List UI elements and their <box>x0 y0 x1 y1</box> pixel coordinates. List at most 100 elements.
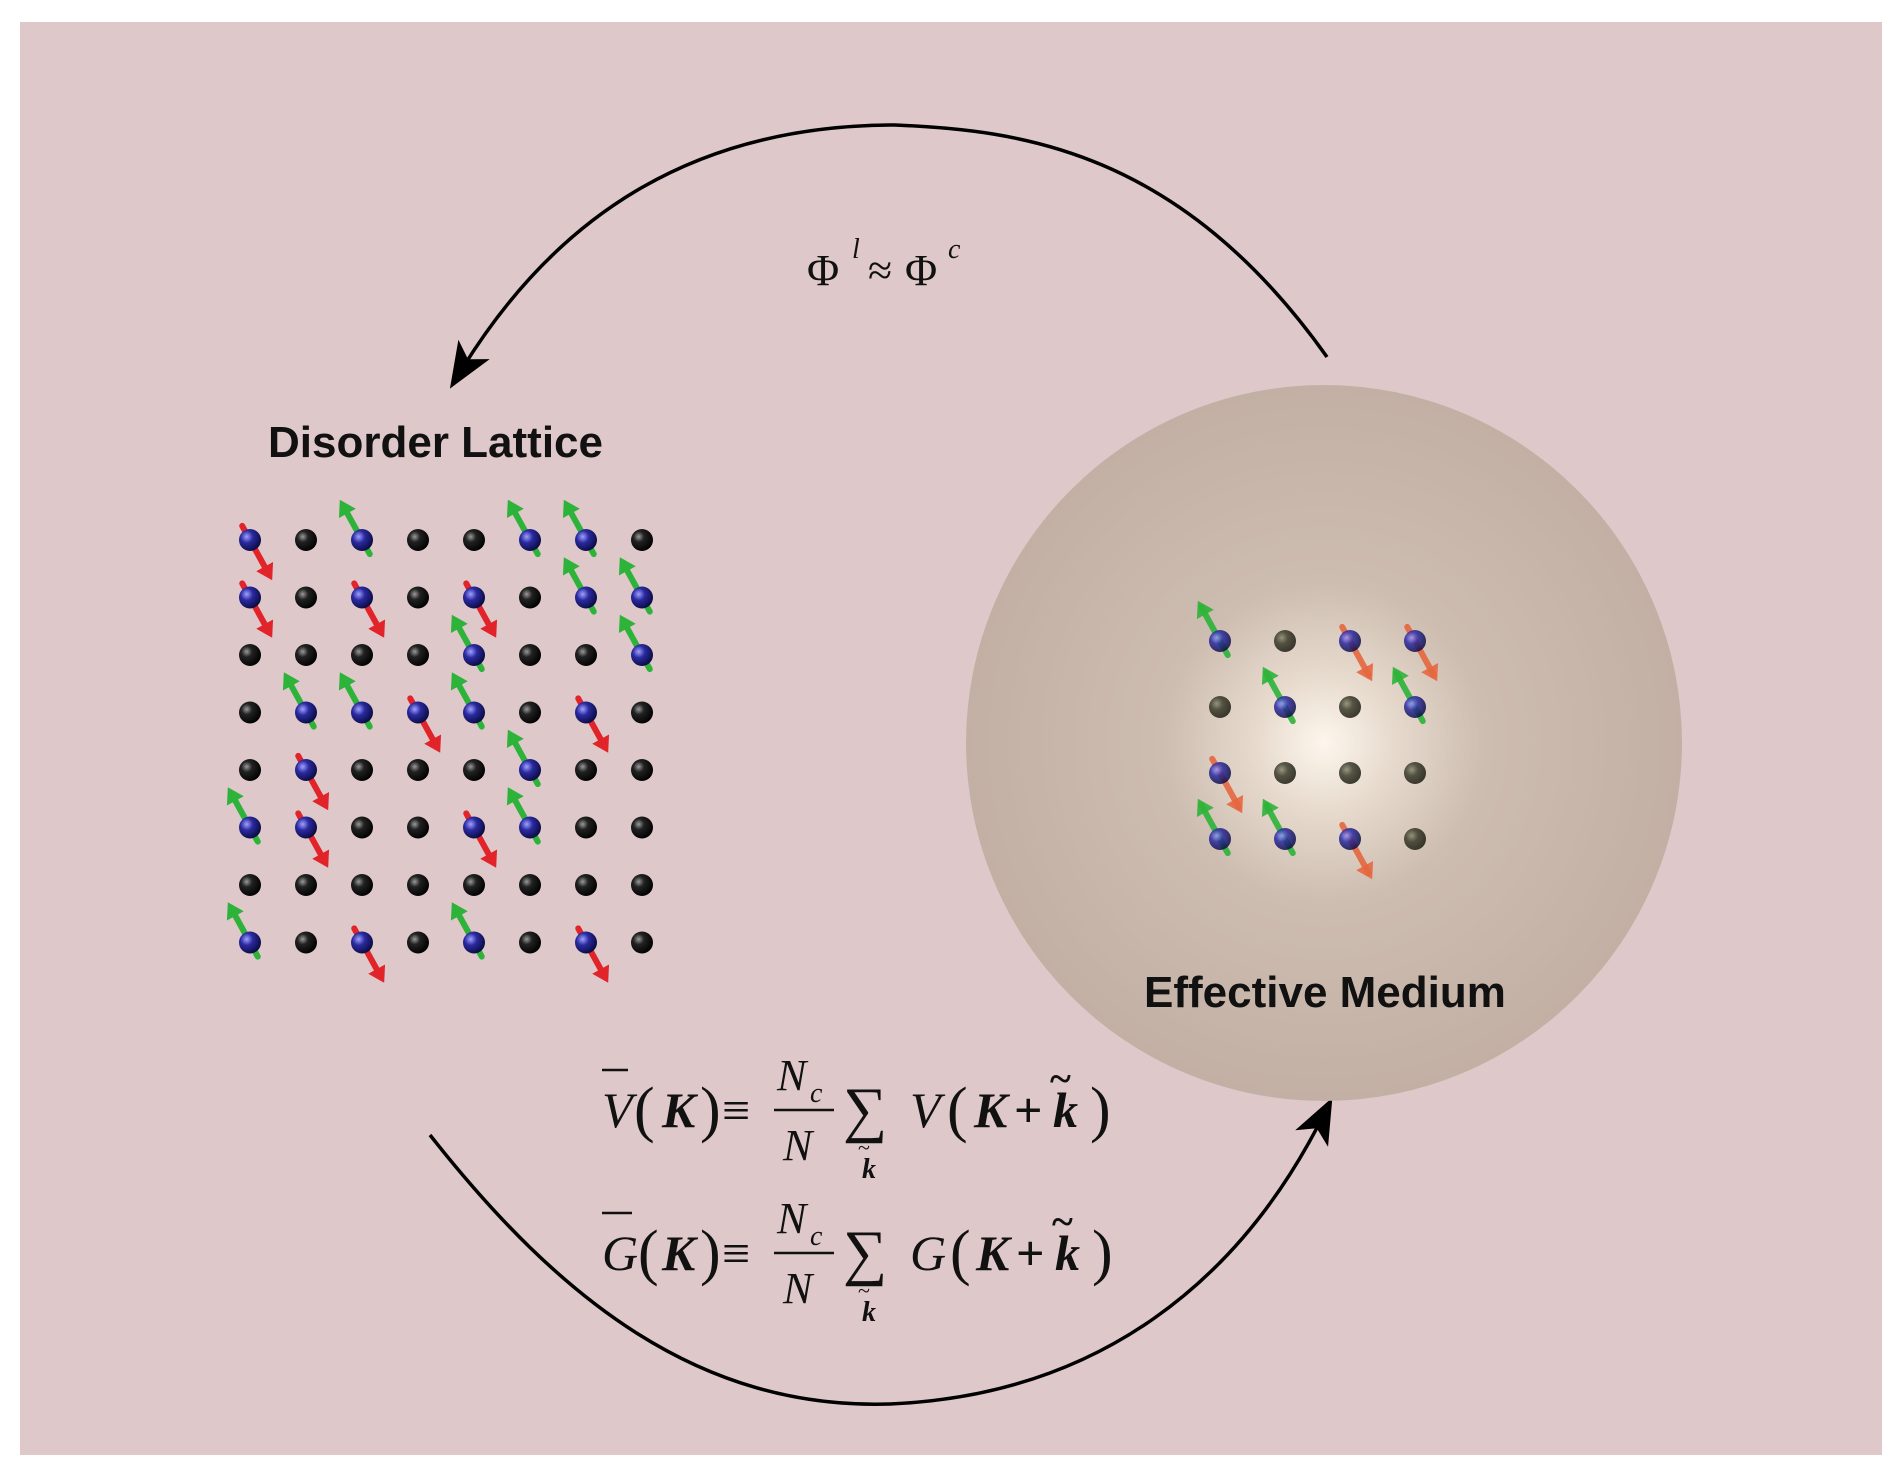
lattice-site <box>631 816 653 839</box>
eq1-k-tilde: ~ <box>1050 1056 1071 1101</box>
lattice-site <box>407 931 429 954</box>
lattice-site <box>519 586 541 609</box>
phi-relation: Φ l ≈ Φ c <box>807 234 961 295</box>
eq1-plus: + <box>1014 1082 1043 1138</box>
lattice-site <box>631 529 653 551</box>
eq2-den: N <box>782 1264 815 1313</box>
eq2-num: N <box>776 1194 809 1243</box>
lattice-site <box>239 644 261 666</box>
lattice-site <box>407 874 429 896</box>
eq1-num-sub: c <box>810 1078 823 1109</box>
spin-up-site <box>1261 666 1296 725</box>
eq1-den: N <box>782 1121 815 1170</box>
lattice-site <box>295 931 317 954</box>
spin-up-site <box>338 499 373 558</box>
lattice-site <box>575 759 597 781</box>
lattice-site <box>1404 762 1426 784</box>
eq1-rhs: V <box>910 1082 946 1138</box>
lattice-site <box>575 816 597 839</box>
lattice-site <box>239 701 261 724</box>
spin-up-site <box>338 672 373 730</box>
eq1-paren2-close: ) <box>1090 1076 1111 1144</box>
phi-superscript-right: c <box>948 234 961 265</box>
eq2-paren2-close: ) <box>1092 1219 1113 1287</box>
eq2-k: k <box>1055 1225 1080 1281</box>
lattice-site <box>407 586 429 609</box>
spin-up-site <box>226 902 261 960</box>
lattice-site <box>295 644 317 666</box>
spin-down-site <box>575 695 610 753</box>
lattice-site <box>1274 762 1296 784</box>
lattice-site <box>351 644 373 666</box>
spin-down-site <box>1404 623 1439 682</box>
eq1-sum-index: k <box>862 1154 876 1185</box>
lattice-site <box>519 644 541 666</box>
phi-symbol-left: Φ <box>807 246 839 295</box>
lattice-site <box>1339 762 1361 784</box>
spin-up-site <box>506 787 541 845</box>
lattice-site <box>295 586 317 609</box>
lattice-site <box>631 759 653 781</box>
lattice-site <box>351 874 373 896</box>
spin-up-site <box>1261 798 1296 857</box>
eq2-sum-index: k <box>862 1297 876 1328</box>
spin-down-site <box>1339 623 1374 682</box>
eq1-paren2-open: ( <box>947 1076 968 1144</box>
spin-down-site <box>575 925 610 983</box>
eq2-arg: K <box>661 1225 699 1281</box>
lattice-site <box>1404 828 1426 850</box>
eq2-plus: + <box>1016 1225 1045 1281</box>
lattice-site <box>239 874 261 896</box>
spin-up-site <box>282 672 317 730</box>
lattice-site <box>575 874 597 896</box>
lattice-site <box>351 759 373 781</box>
eq1-paren-open: ( <box>634 1076 655 1144</box>
eq2-num-sub: c <box>810 1221 823 1252</box>
eq2-rhs: G <box>910 1225 946 1281</box>
phi-superscript-left: l <box>852 234 860 265</box>
spin-down-site <box>295 810 330 868</box>
spin-down-site <box>1339 821 1374 880</box>
eq2-lhs: G <box>602 1225 638 1281</box>
spin-down-site <box>407 695 442 753</box>
lattice-site <box>239 759 261 781</box>
bottom-cycle-arrow <box>428 1097 1333 1406</box>
effective-medium-lattice <box>1196 600 1439 880</box>
phi-symbol-right: Φ <box>905 246 937 295</box>
eq2-paren-close: ) <box>700 1219 721 1287</box>
lattice-site <box>519 931 541 954</box>
eq1-lhs: V <box>602 1082 638 1138</box>
spin-down-site <box>239 522 274 581</box>
spin-up-site <box>1196 600 1231 659</box>
spin-down-site <box>351 925 386 983</box>
eq2-sum: ∑ <box>843 1219 887 1287</box>
eq1-arg2: K <box>973 1082 1011 1138</box>
eq1-sum-tilde: ~ <box>858 1135 870 1160</box>
spin-up-site <box>450 902 485 960</box>
eq1-num: N <box>776 1051 809 1100</box>
lattice-site <box>519 701 541 724</box>
spin-up-site <box>506 499 541 558</box>
eq1-paren-close: ) <box>700 1076 721 1144</box>
top-cycle-arrow <box>449 123 1329 389</box>
spin-down-site <box>463 810 498 868</box>
effective-medium-label: Effective Medium <box>1144 968 1506 1017</box>
spin-up-site <box>450 672 485 730</box>
eq2-k-tilde: ~ <box>1052 1199 1073 1244</box>
equation-g-bar: G ( K ) ≡ N c N ∑ k ~ G ( K + k ~ ) <box>602 1194 1113 1328</box>
disorder-lattice-label: Disorder Lattice <box>268 418 603 467</box>
lattice-site <box>1209 696 1231 718</box>
spin-up-site <box>1196 798 1231 857</box>
eq2-arg2: K <box>975 1225 1013 1281</box>
spin-up-site <box>1391 666 1426 725</box>
lattice-site <box>631 701 653 724</box>
lattice-site <box>295 874 317 896</box>
spin-down-site <box>239 580 274 638</box>
lattice-site <box>631 931 653 954</box>
eq2-sum-tilde: ~ <box>858 1278 870 1303</box>
effective-medium-sphere <box>966 385 1682 1101</box>
lattice-site <box>519 874 541 896</box>
spin-down-site <box>463 580 498 638</box>
spin-down-site <box>1209 755 1244 814</box>
